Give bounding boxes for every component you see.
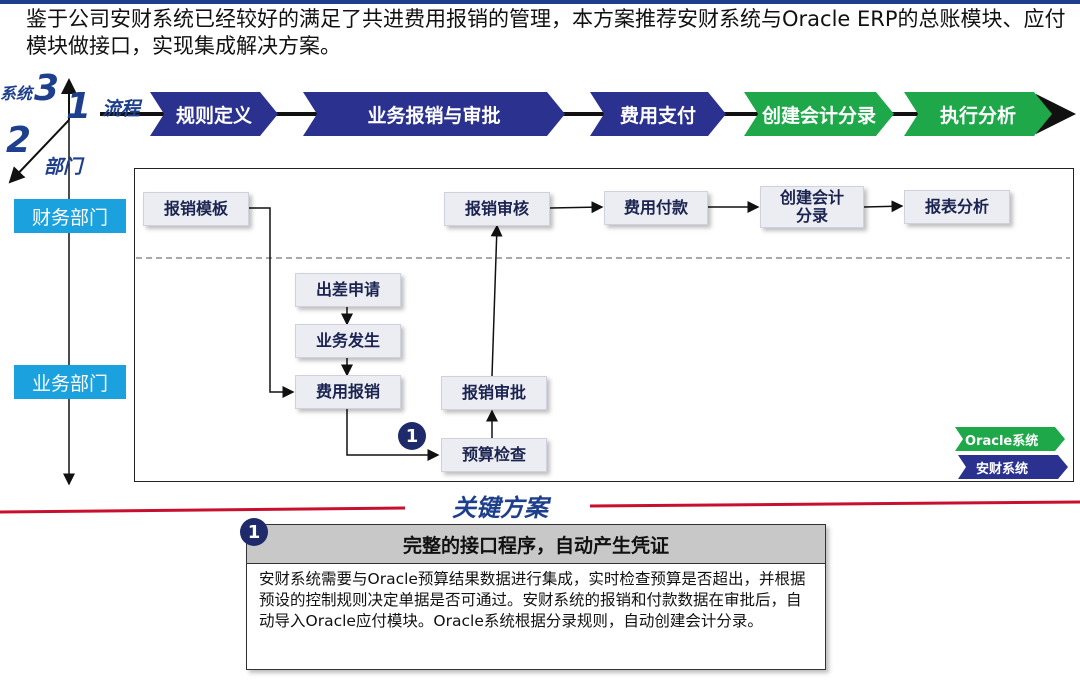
box-claim-approval: 报销审批: [441, 376, 547, 410]
box-report: 报表分析: [904, 190, 1010, 224]
box-template: 报销模板: [143, 192, 249, 226]
axis-system-label: 系统: [0, 84, 33, 103]
box-expense-claim: 费用报销: [295, 375, 401, 409]
legend-ancai: 安财系统: [958, 455, 1068, 479]
box-trip-request: 出差申请: [295, 273, 401, 307]
legend-oracle: Oracle系统: [955, 427, 1065, 451]
process-step-payment: 费用支付: [590, 92, 726, 136]
axis-dept-label: 部门: [44, 156, 83, 178]
process-step-entry: 创建会计分录: [744, 92, 894, 136]
intro-text: 鉴于公司安财系统已经较好的满足了共进费用报销的管理，本方案推荐安财系统与Orac…: [26, 7, 1066, 58]
process-step-rules: 规则定义: [150, 92, 278, 136]
box-payment: 费用付款: [604, 191, 708, 225]
key-plan-badge: 1: [240, 518, 268, 546]
process-step-analysis: 执行分析: [904, 92, 1052, 136]
swimlane-frame: [134, 168, 1074, 482]
red-rule-right: [589, 500, 1080, 508]
top-rule: [0, 0, 1080, 4]
key-plan-box: 完整的接口程序，自动产生凭证 安财系统需要与Oracle预算结果数据进行集成，实…: [246, 524, 826, 670]
axis-process-label: 流程: [102, 98, 141, 120]
key-plan-title: 关键方案: [452, 494, 548, 522]
axis-num-2: 2: [6, 120, 32, 161]
key-plan-heading: 完整的接口程序，自动产生凭证: [247, 525, 825, 564]
arrow-claim-to-budget: [346, 408, 440, 461]
dept-business: 业务部门: [14, 365, 126, 399]
arrow-template-to-claim: [248, 207, 295, 398]
box-accounting-entry: 创建会计 分录: [760, 186, 864, 228]
axis-num-3: 3: [34, 68, 60, 109]
dept-finance: 财务部门: [14, 199, 126, 233]
box-business-occur: 业务发生: [295, 324, 401, 358]
axis-diagonal: [8, 119, 70, 184]
arrow-approve-to-audit: [490, 224, 503, 377]
key-plan-body: 安财系统需要与Oracle预算结果数据进行集成，实时检查预算是否超出，并根据预设…: [259, 570, 806, 630]
box-budget-check: 预算检查: [441, 438, 547, 472]
process-step-approval: 业务报销与审批: [303, 92, 565, 136]
step-number-badge: 1: [398, 422, 426, 450]
box-audit: 报销审核: [444, 192, 550, 226]
arrow-audit-to-pay: [549, 201, 604, 214]
arrow-entry-to-report: [863, 200, 904, 213]
axis-num-1: 1: [66, 86, 92, 127]
red-rule-left: [0, 506, 406, 514]
